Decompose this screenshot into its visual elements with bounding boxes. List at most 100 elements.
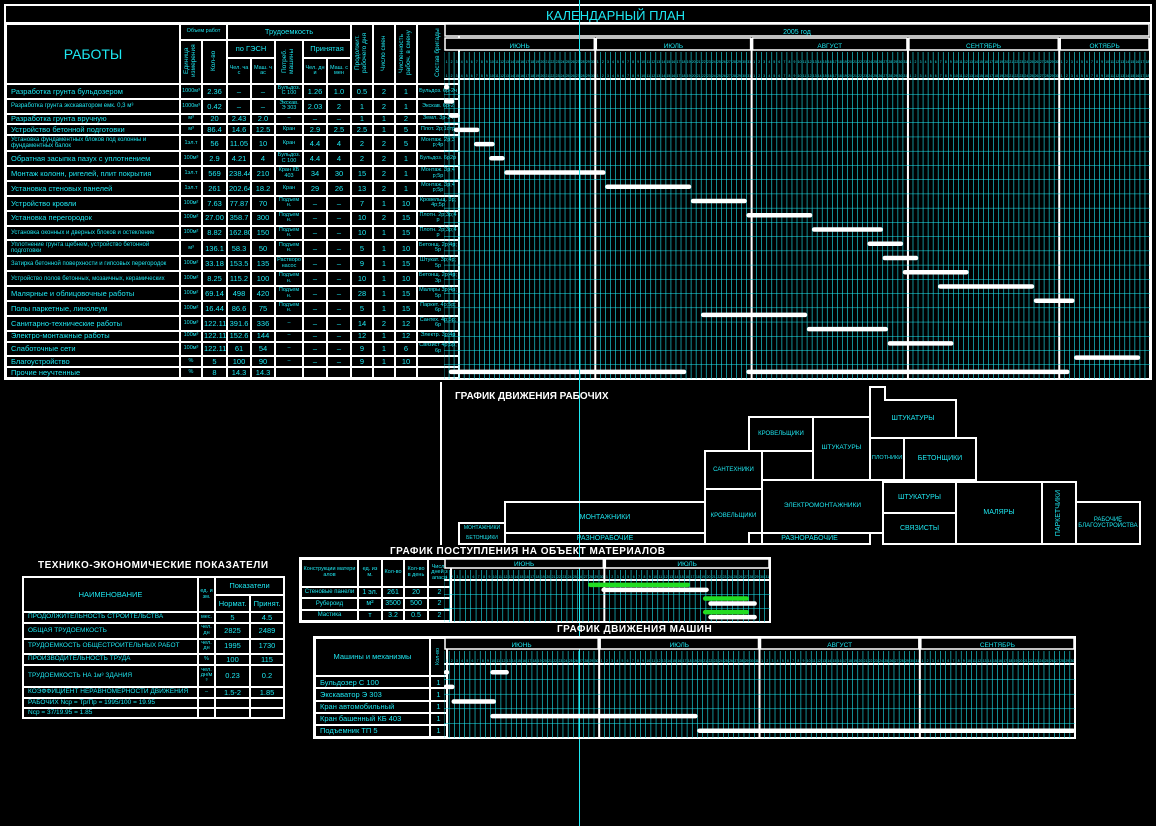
mach-shifts-cell: – xyxy=(328,272,350,286)
crew-label: БЕТОНЩИКИ xyxy=(917,455,963,463)
mach-shifts-cell: – xyxy=(328,342,350,356)
per-day-cell: 0.5 xyxy=(405,610,427,620)
day-number: 21 xyxy=(697,74,701,78)
day-number: 6 xyxy=(1086,60,1088,64)
day-number: 2 xyxy=(451,74,453,78)
indicator-name-cell: ТРУДОЕМКОСТЬ НА 1м³ ЗДАНИЯ xyxy=(24,666,197,687)
day-number: 15 xyxy=(1130,60,1134,64)
day-number: 18 xyxy=(838,74,842,78)
day-number: 5 xyxy=(1081,74,1083,78)
work-name-cell: Разработка грунта вручную xyxy=(7,114,179,124)
month-label: ИЮЛЬ xyxy=(677,561,696,568)
crew-label: ЭЛЕКТРОМОНТАЖНИКИ xyxy=(783,502,862,510)
day-number: 11 xyxy=(495,60,499,64)
day-number: 8 xyxy=(483,575,485,579)
accepted-cell: 4.5 xyxy=(251,613,284,623)
day-number: 23 xyxy=(558,659,562,663)
unit-cell: % xyxy=(181,357,201,367)
material-name-cell: Мастика xyxy=(302,610,357,620)
day-number: 17 xyxy=(843,659,847,663)
qty-cell: 122.11 xyxy=(203,342,226,356)
table-row: РАБОЧИХ Nср = Тр/Пр = 1995/100 = 19.95 xyxy=(24,699,284,708)
machines-header-count: Кол-во xyxy=(431,639,446,676)
unit-cell: 100м² xyxy=(181,226,201,240)
day-number: 22 xyxy=(1014,60,1018,64)
day-number: 8 xyxy=(643,575,645,579)
day-number: 2 xyxy=(1066,60,1068,64)
day-number: 15 xyxy=(1130,74,1134,78)
crew-label: КРОВЕЛЬЩИКИ xyxy=(710,513,757,520)
day-number: 5 xyxy=(467,575,469,579)
day-number: 31 xyxy=(747,74,751,78)
day-number: 27 xyxy=(883,60,887,64)
duration-cell: 0.5 xyxy=(352,85,372,98)
indicator-name-cell: ПРОДОЛЖИТЕЛЬНОСТЬ СТРОИТЕЛЬСТВА xyxy=(24,613,197,623)
day-number: 14 xyxy=(667,659,671,663)
day-number: 18 xyxy=(994,74,998,78)
day-number: 1 xyxy=(761,659,763,663)
day-number: 20 xyxy=(1004,60,1008,64)
shifts-cell xyxy=(374,368,394,377)
indicator-name-cell: ПРОИЗВОДИТЕЛЬНОСТЬ ТРУДА xyxy=(24,654,197,664)
day-number: 22 xyxy=(1029,659,1033,663)
day-number: 21 xyxy=(712,575,716,579)
day-number: 25 xyxy=(566,74,570,78)
crew-label: ПЛОТНИКИ xyxy=(871,455,903,462)
accepted-cell: 1.85 xyxy=(251,688,284,698)
unit-cell xyxy=(199,699,214,708)
brigade-cell: Штукат. 3р;4р;5р xyxy=(418,257,458,271)
man-hours-cell: 2.43 xyxy=(228,114,250,124)
work-name-cell: Прочие неучтенные xyxy=(7,368,179,377)
day-number: 2 xyxy=(1066,74,1068,78)
crew-label: КРОВЕЛЬЩИКИ xyxy=(758,430,804,437)
day-number: 30 xyxy=(742,74,746,78)
brigade-cell: Паркет. 4р;5р;6р xyxy=(418,302,458,315)
machine-cell: – xyxy=(276,331,302,341)
day-number: 8 xyxy=(482,659,484,663)
brigade-cell xyxy=(418,368,458,377)
day-number: 4 xyxy=(768,60,770,64)
duration-cell: 10 xyxy=(352,226,372,240)
tep-header-name: НАИМЕНОВАНИЕ xyxy=(24,578,197,612)
header-volume: Объем работ xyxy=(181,25,226,39)
crew-label: САНТЕХНИКИ xyxy=(713,466,754,473)
header-duration: Продолжит. рабочего дня xyxy=(352,25,372,83)
day-number: 8 xyxy=(481,60,483,64)
day-number: 20 xyxy=(546,575,550,579)
day-number: 5 xyxy=(466,659,468,663)
machine-cell: Экскав. Э 303 xyxy=(276,99,302,113)
day-number: 5 xyxy=(466,74,468,78)
day-number: 12 xyxy=(964,60,968,64)
day-number: 7 xyxy=(940,74,942,78)
work-name-cell: Обратная засыпка пазух с уплотнением xyxy=(7,152,179,166)
man-days-cell: – xyxy=(304,196,326,210)
day-number: 2 xyxy=(451,575,453,579)
mach-hours-cell: 10 xyxy=(252,136,274,151)
day-number: 6 xyxy=(472,575,474,579)
day-number: 3 xyxy=(617,575,619,579)
day-number: 14 xyxy=(510,74,514,78)
day-number: 22 xyxy=(858,74,862,78)
materials-title: ГРАФИК ПОСТУПЛЕНИЯ НА ОБЪЕКТ МАТЕРИАЛОВ xyxy=(390,546,666,557)
mach-shifts-cell: 30 xyxy=(328,167,350,180)
day-number: 16 xyxy=(828,74,832,78)
duration-cell xyxy=(352,368,372,377)
day-number: 5 xyxy=(930,74,932,78)
man-hours-cell: 4.21 xyxy=(228,152,250,166)
day-number: 9 xyxy=(488,575,490,579)
day-number: 3 xyxy=(607,60,609,64)
day-number: 8 xyxy=(958,659,960,663)
day-number: 4 xyxy=(461,60,463,64)
day-number: 17 xyxy=(677,74,681,78)
brigade-cell: Связист 4р;5р;6р xyxy=(418,342,458,356)
shifts-cell: 2 xyxy=(374,182,394,195)
qty-cell: 136.1 xyxy=(203,241,226,256)
man-hours-cell: – xyxy=(228,85,250,98)
day-number: 7 xyxy=(638,575,640,579)
qty-cell: 33.18 xyxy=(203,257,226,271)
machine-name-cell: Кран автомобильный xyxy=(316,701,429,712)
